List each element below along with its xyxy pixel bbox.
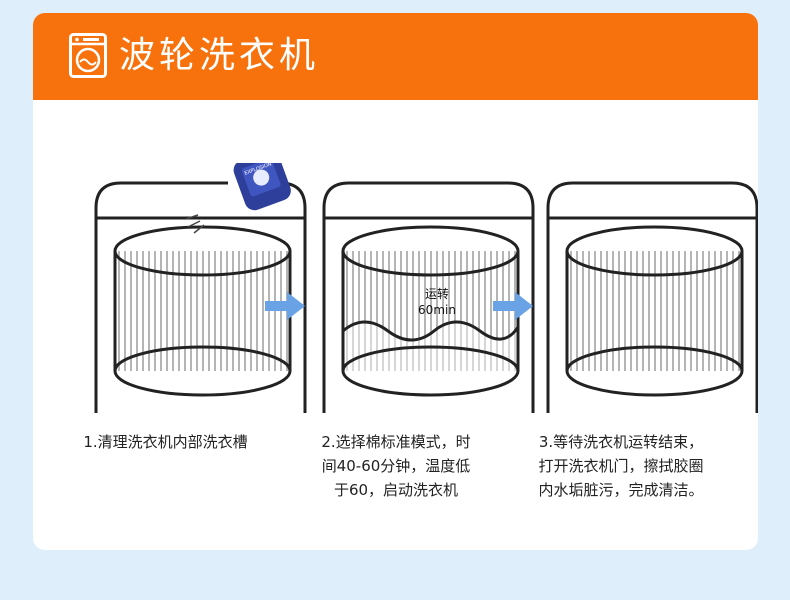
arrow-right-icon	[265, 292, 305, 320]
drum-stripes	[567, 251, 742, 371]
instruction-card: 波轮洗衣机 EXPLOSION	[33, 13, 758, 550]
cleaner-bottle: EXPLOSION	[233, 163, 291, 211]
drum-bottom	[113, 345, 292, 397]
step-2-caption: 2.选择棉标准模式，时 间40-60分钟，温度低 于60，启动洗衣机	[321, 433, 471, 499]
step-2-illustration: 运转 60min	[322, 181, 535, 413]
water-wave	[342, 320, 520, 342]
washer-body	[322, 181, 535, 413]
step-3-caption: 3.等待洗衣机运转结束， 打开洗衣机门，擦拭胶圈 内水垢脏污，完成清洁。	[538, 433, 704, 499]
header-bar: 波轮洗衣机	[33, 13, 758, 100]
step-1-illustration: EXPLOSION	[94, 163, 307, 413]
arrow-right-icon	[493, 292, 533, 320]
spray-lines	[185, 214, 205, 234]
washing-machine-icon	[69, 33, 107, 78]
page-title: 波轮洗衣机	[119, 35, 320, 76]
washer-body	[546, 181, 758, 413]
step-1-caption: 1.清理洗衣机内部洗衣槽	[83, 433, 248, 451]
drum-stripes	[343, 251, 518, 371]
overlay-running-label: 运转	[425, 286, 449, 301]
drum-stripes	[115, 251, 290, 371]
overlay-duration-label: 60min	[418, 303, 456, 317]
step-3-illustration	[546, 181, 758, 413]
